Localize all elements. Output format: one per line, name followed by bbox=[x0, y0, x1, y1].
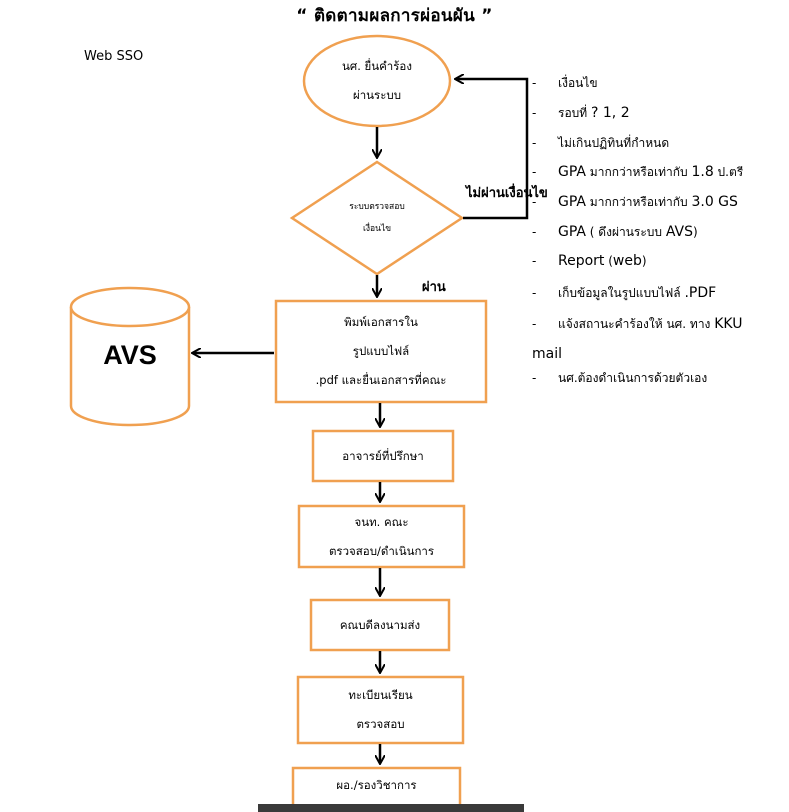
condition-item: -รอบที่ ? 1, 2 bbox=[532, 105, 630, 121]
start-node-shape bbox=[302, 34, 452, 128]
decision-line-2: เงื่อนไข bbox=[362, 224, 392, 234]
avs-database-shape bbox=[69, 286, 191, 427]
registrar-node-shape bbox=[296, 675, 465, 745]
condition-item: -เงื่อนไข bbox=[532, 76, 598, 90]
print-line-3: .pdf และยื่นเอกสารที่คณะ bbox=[315, 372, 447, 387]
print-line-1: พิมพ์เอกสารใน bbox=[344, 314, 418, 329]
pass-label: ผ่าน bbox=[422, 280, 446, 295]
dean-node-text: คณบดีลงนามส่ง bbox=[311, 600, 449, 650]
decision-node-shape bbox=[289, 160, 465, 276]
viewer-toolbar[interactable] bbox=[258, 804, 524, 812]
vice-line-1: ผอ./รองวิชาการ bbox=[336, 777, 417, 792]
dean-node-shape bbox=[309, 598, 451, 652]
page-title: “ ติดตามผลการผ่อนผัน ” bbox=[296, 6, 493, 26]
condition-item: -นศ.ต้องดำเนินการด้วยตัวเอง bbox=[532, 371, 708, 385]
arrow-fail-loop bbox=[456, 79, 529, 220]
decision-line-1: ระบบตรวจสอบ bbox=[349, 202, 405, 212]
dean-line-1: คณบดีลงนามส่ง bbox=[339, 617, 421, 632]
condition-item: -GPA มากกว่าหรือเท่ากับ 3.0 GS bbox=[532, 194, 738, 210]
staff-node-shape bbox=[297, 504, 466, 569]
condition-item: -GPA ( ดึงผ่านระบบ AVS) bbox=[532, 224, 698, 240]
start-line-1: นศ. ยื่นคำร้อง bbox=[342, 59, 412, 73]
start-node-text: นศ. ยื่นคำร้อง ผ่านระบบ bbox=[304, 48, 450, 114]
print-node-text: พิมพ์เอกสารใน รูปแบบไฟล์ .pdf และยื่นเอก… bbox=[276, 306, 486, 396]
condition-item: -ไม่เกินปฏิทินที่กำหนด bbox=[532, 136, 670, 150]
staff-line-1: จนท. คณะ bbox=[354, 514, 409, 529]
registrar-node-text: ทะเบียนเรียน ตรวจสอบ bbox=[298, 677, 463, 743]
registrar-line-1: ทะเบียนเรียน bbox=[348, 688, 413, 702]
vice-node-text: ผอ./รองวิชาการ bbox=[293, 768, 460, 802]
print-node-shape bbox=[274, 299, 488, 404]
advisor-line-1: อาจารย์ที่ปรึกษา bbox=[342, 448, 424, 463]
print-line-2: รูปแบบไฟล์ bbox=[352, 343, 410, 358]
condition-item: -เก็บข้อมูลในรูปแบบไฟล์ .PDF bbox=[532, 285, 717, 301]
advisor-node-text: อาจารย์ที่ปรึกษา bbox=[313, 431, 453, 481]
decision-node-text: ระบบตรวจสอบ เงื่อนไข bbox=[310, 193, 444, 243]
start-line-2: ผ่านระบบ bbox=[352, 88, 401, 102]
staff-node-text: จนท. คณะ ตรวจสอบ/ดำเนินการ bbox=[299, 506, 464, 567]
condition-item: -แจ้งสถานะคำร้องให้ นศ. ทาง KKU mail bbox=[532, 316, 743, 362]
condition-item: -GPA มากกว่าหรือเท่ากับ 1.8 ป.ตรี bbox=[532, 164, 744, 180]
condition-item: -Report (web) bbox=[532, 253, 647, 269]
fail-condition-label: ไม่ผ่านเงื่อนไข bbox=[466, 186, 548, 201]
web-sso-label: Web SSO bbox=[84, 49, 144, 64]
staff-line-2: ตรวจสอบ/ดำเนินการ bbox=[328, 543, 435, 558]
avs-label: AVS bbox=[103, 340, 157, 370]
registrar-line-2: ตรวจสอบ bbox=[356, 717, 405, 731]
advisor-node-shape bbox=[311, 429, 455, 483]
